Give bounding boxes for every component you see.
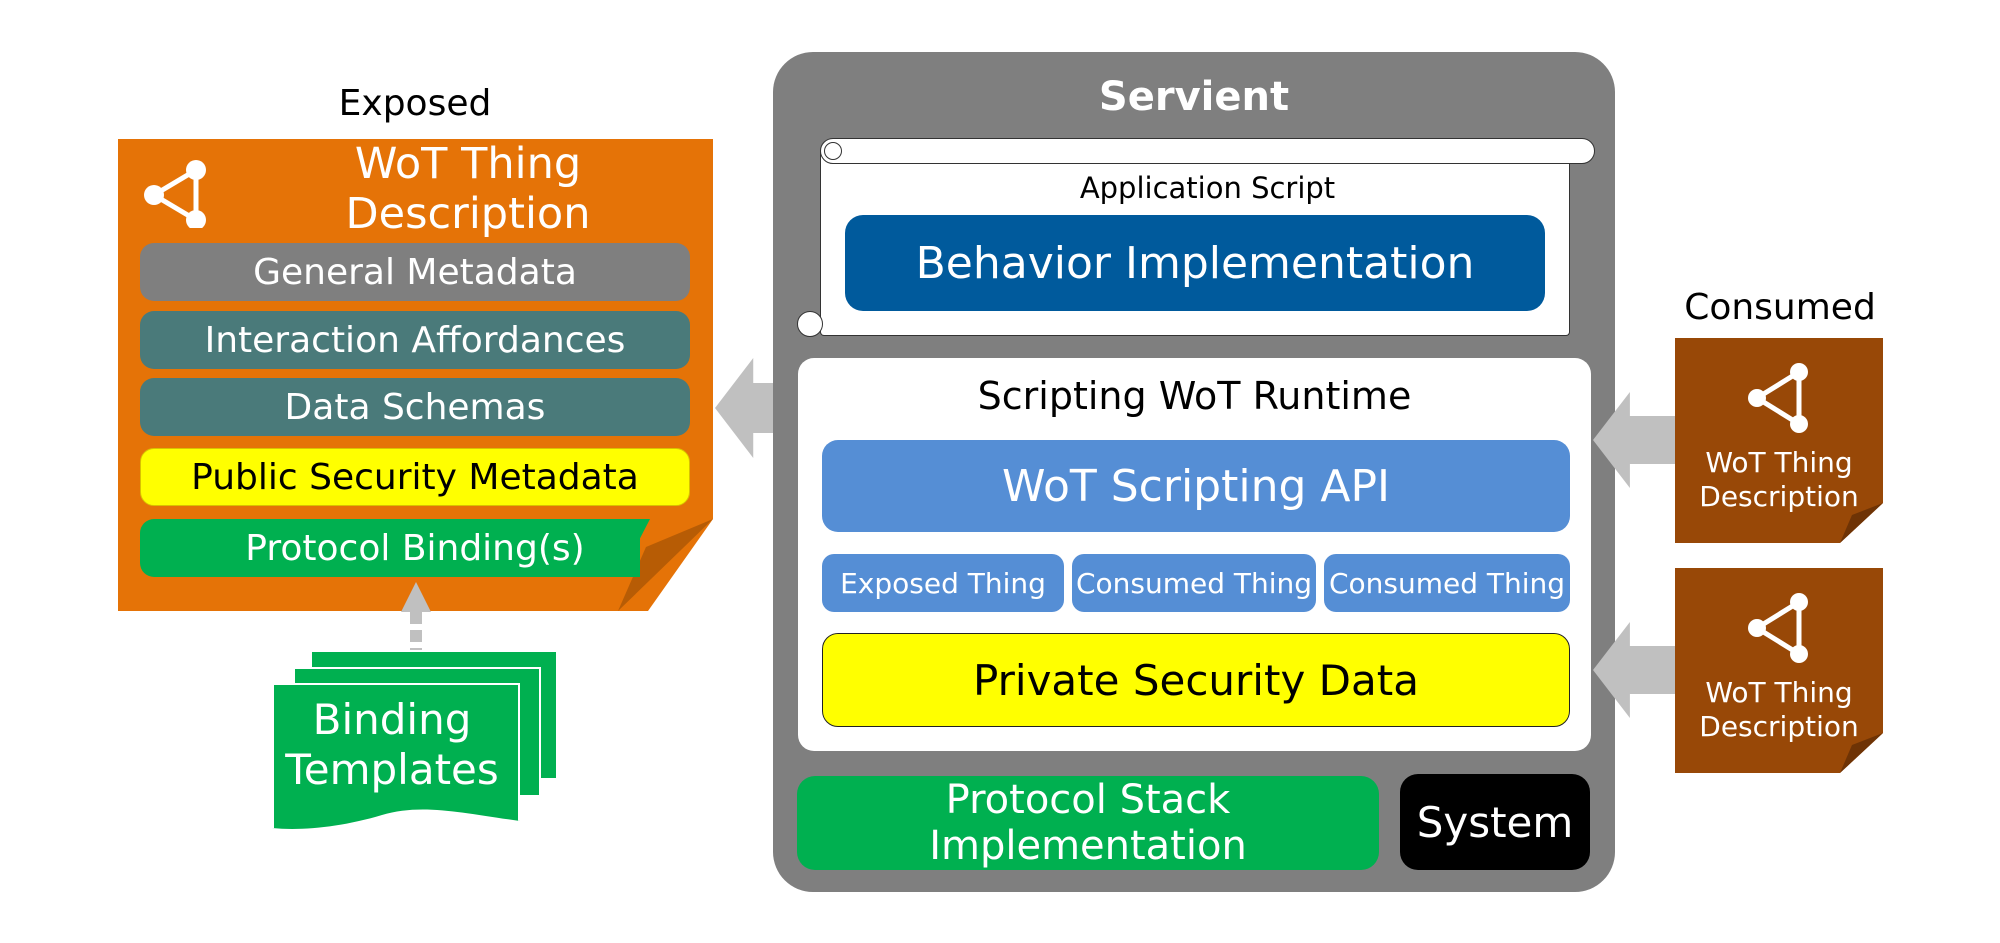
consumed-thing: Consumed Thing xyxy=(1324,554,1570,612)
general-metadata-row: General Metadata xyxy=(140,243,690,301)
consumed-thing: Consumed Thing xyxy=(1072,554,1316,612)
consumed-td-label: WoT Thing Description xyxy=(1675,670,1883,750)
interaction-affordances-row: Interaction Affordances xyxy=(140,311,690,369)
binding-arrow-dash xyxy=(410,630,422,642)
application-script-label: Application Script xyxy=(1079,171,1336,205)
binding-templates-line1: Binding xyxy=(312,694,472,744)
consumed-thing-description xyxy=(1675,338,1883,543)
public-security-metadata-row: Public Security Metadata xyxy=(140,448,690,506)
scroll-curl xyxy=(797,311,823,337)
consumed-thing-description xyxy=(1675,568,1883,773)
scroll-curl xyxy=(824,142,842,160)
servient-title: Servient xyxy=(1098,74,1290,120)
binding-arrow-dash xyxy=(410,612,422,624)
protocol-bindings-row: Protocol Binding(s) xyxy=(140,519,640,577)
consumed-td-line1: WoT Thing xyxy=(1705,446,1853,480)
binding-templates-line2: Templates xyxy=(285,745,499,794)
consumed-td-label: WoT Thing Description xyxy=(1675,440,1883,520)
exposed-label: Exposed xyxy=(338,82,492,124)
scroll-top-roll xyxy=(820,138,1595,164)
binding-templates-label: Binding Templates xyxy=(272,690,512,800)
scripting-runtime-title: Scripting WoT Runtime xyxy=(977,374,1412,418)
behavior-implementation: Behavior Implementation xyxy=(845,215,1545,311)
share-node-icon xyxy=(144,160,206,228)
consumed-label: Consumed xyxy=(1684,286,1876,328)
data-schemas-row: Data Schemas xyxy=(140,378,690,436)
consumed-td-line1: WoT Thing xyxy=(1705,676,1853,710)
consumed-td-line2: Description xyxy=(1699,710,1859,743)
td-title: WoT Thing Description xyxy=(345,139,591,239)
share-node-icon xyxy=(1748,363,1808,433)
private-security-data: Private Security Data xyxy=(822,633,1570,727)
exposed-thing: Exposed Thing xyxy=(822,554,1064,612)
share-node-icon xyxy=(1748,593,1808,663)
consumed-td-line2: Description xyxy=(1699,480,1859,513)
binding-template-sheet-front xyxy=(272,683,520,833)
system-box: System xyxy=(1400,774,1590,870)
scripting-api: WoT Scripting API xyxy=(822,440,1570,532)
protocol-stack-implementation: Protocol Stack Implementation xyxy=(797,776,1379,870)
